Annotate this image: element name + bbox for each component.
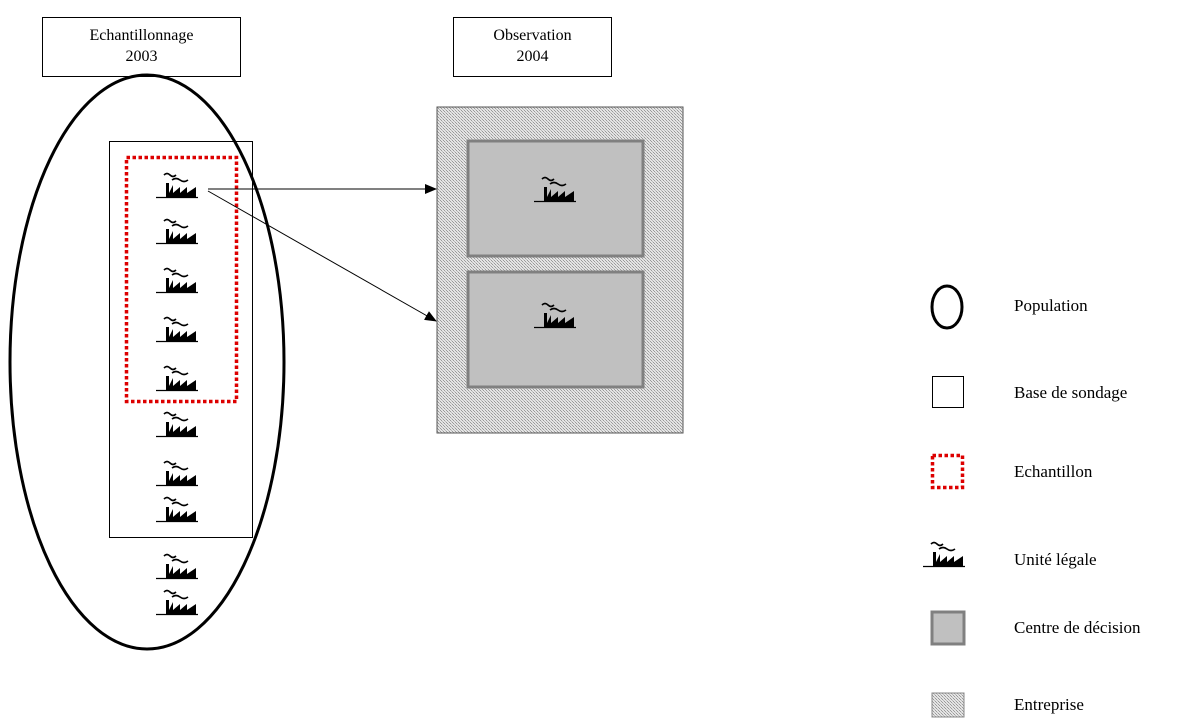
factory-icon — [922, 541, 966, 568]
population-ellipse — [8, 73, 286, 651]
sampling-header-title: Echantillonnage — [89, 27, 194, 44]
observation-header-box: Observation 2004 — [453, 17, 612, 77]
arrow-to-decision-center-2 — [207, 190, 437, 322]
legend-label-sample: Echantillon — [1014, 462, 1093, 481]
factory-icon — [155, 496, 199, 523]
legend-label-population: Population — [1014, 296, 1088, 315]
sampling-frame-rect — [109, 141, 253, 538]
factory-icon — [155, 553, 199, 580]
legend-label-enterprise: Entreprise — [1014, 695, 1084, 714]
sampling-header-year: 2003 — [125, 48, 158, 65]
factory-icon — [155, 365, 199, 392]
factory-icon — [155, 218, 199, 245]
factory-icon — [155, 267, 199, 294]
sample-rect — [124, 155, 239, 404]
legend-label-decision-center: Centre de décision — [1014, 618, 1141, 637]
ellipse-outline-icon — [930, 284, 964, 330]
rectangle-outline-icon — [932, 376, 964, 408]
legend-label-frame: Base de sondage — [1014, 383, 1128, 402]
observation-header-year: 2004 — [516, 48, 549, 65]
factory-icon — [155, 460, 199, 487]
factory-icon — [155, 172, 199, 199]
factory-icon — [155, 411, 199, 438]
hatched-rectangle-icon — [931, 692, 965, 718]
sampling-header-box: Echantillonnage 2003 — [42, 17, 241, 77]
gray-rectangle-icon — [930, 610, 966, 646]
observation-header-title: Observation — [493, 27, 572, 44]
legend-label-legal-unit: Unité légale — [1014, 550, 1097, 569]
decision-center-rect — [466, 270, 645, 389]
factory-icon — [155, 589, 199, 616]
dotted-red-rectangle-icon — [930, 453, 965, 490]
factory-icon — [155, 316, 199, 343]
